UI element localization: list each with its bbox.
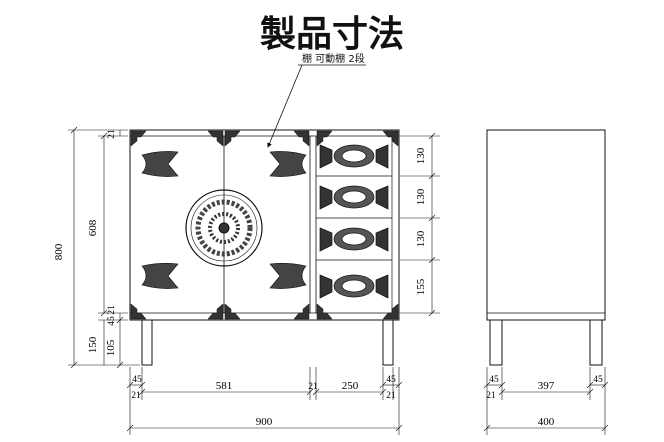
dim-left-bottom: 21 <box>131 391 141 401</box>
side-cabinet-body <box>486 129 606 321</box>
dim-door-width: 581 <box>216 380 233 392</box>
corner-bracket-icon <box>130 130 399 320</box>
dim-center-stile: 21 <box>308 382 318 392</box>
side-dim-right: 45 <box>593 375 603 385</box>
front-leg-right <box>382 319 394 366</box>
dim-right-bottom: 21 <box>386 391 396 401</box>
dim-right-stile: 45 <box>386 375 396 385</box>
shelf-callout-leader <box>267 64 303 148</box>
side-leg-right <box>589 319 603 366</box>
side-dim-left: 45 <box>489 375 499 385</box>
butterfly-hinge-icon <box>141 151 307 289</box>
dim-drawer-3: 130 <box>415 230 427 247</box>
front-leg-left <box>141 319 153 366</box>
dim-leg-zone: 105 <box>105 339 117 356</box>
dim-body-height: 608 <box>87 219 99 236</box>
drawer-height-dimensions <box>400 132 440 317</box>
dim-left-stile: 45 <box>132 375 142 385</box>
round-medallion-icon <box>185 189 263 267</box>
dim-total-height: 800 <box>53 243 65 260</box>
dim-leg-total: 150 <box>87 336 99 353</box>
side-dim-small: 21 <box>486 391 496 401</box>
dim-bottom-rail-a: 45 <box>107 316 117 326</box>
dim-top-rail: 21 <box>107 129 117 139</box>
front-view <box>129 129 400 366</box>
drawing-title: 製品寸法 <box>260 13 404 55</box>
front-height-dimensions <box>68 126 140 369</box>
shelf-callout-label: 棚 可動棚 2段 <box>302 52 365 65</box>
side-dim-middle: 397 <box>538 380 555 392</box>
side-dim-total: 400 <box>538 416 555 428</box>
dim-drawer-4: 155 <box>415 278 427 295</box>
drawer-pull-icon <box>319 144 389 299</box>
side-width-dimensions <box>483 367 609 435</box>
front-width-dimensions <box>126 367 403 435</box>
dim-drawer-1: 130 <box>415 147 427 164</box>
dim-bottom-rail-b: 21 <box>107 305 117 315</box>
side-view <box>486 129 606 366</box>
dim-total-width: 900 <box>256 416 273 428</box>
dim-drawer-2: 130 <box>415 188 427 205</box>
side-leg-left <box>489 319 503 366</box>
dim-drawer-width: 250 <box>342 380 359 392</box>
